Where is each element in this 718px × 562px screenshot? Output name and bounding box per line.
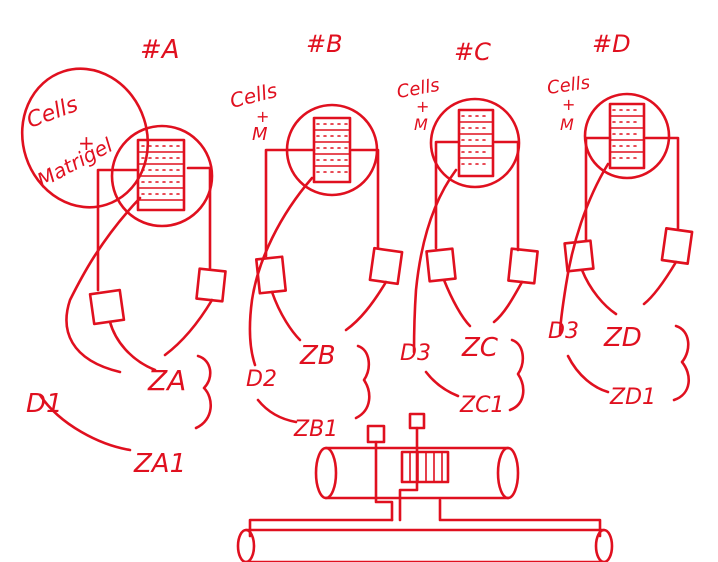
column-c-subzone-label: ZC1 [459,393,504,418]
column-c-lower-wire [426,372,458,396]
column-a-brace [196,356,211,428]
column-a-electrode-wire-2 [165,300,212,355]
column-b-long-wire [250,178,312,365]
lower-cylinder-right-end [596,530,612,562]
column-b-matrix-dots [317,124,347,172]
column-c-brace [510,340,523,410]
column-b-connector-label: D2 [246,367,277,392]
column-d-right-electrode [662,228,692,263]
column-a-subzone-label: ZA1 [133,449,186,479]
column-c-matrix-dots [462,116,490,164]
column-d-note-line2: + [562,95,575,114]
column-b-subzone-label: ZB1 [293,417,338,442]
column-d-lower-wire [568,356,608,392]
column-a-zone-label: ZA [147,364,186,397]
column-d-well-circle [585,94,669,178]
column-d-electrode-wire-2 [644,262,676,304]
column-d-connector-label: D3 [548,319,579,344]
column-a: #A Cells + Matrigel D1 ZA ZA1 [4,35,225,479]
column-c-heading: #C [454,38,491,66]
column-b-right-electrode [370,248,402,284]
column-b-electrode-wire-1 [272,292,300,340]
column-c-right-electrode [508,249,537,284]
column-d-note-line3: M [560,115,574,134]
lower-cylinder [246,530,604,562]
column-b-lower-wire [258,400,296,422]
lower-cylinder-left-end [238,530,254,562]
column-b: #B Cells + M D2 ZB ZB1 [227,30,402,442]
column-b-note-line1: Cells [227,78,279,113]
column-d-long-wire [560,164,608,335]
column-c-zone-label: ZC [461,333,499,363]
column-d-zone-label: ZD [603,323,642,353]
column-d-matrix-dots [613,110,641,158]
column-c-left-electrode [427,249,456,282]
column-b-zone-label: ZB [299,341,336,371]
column-a-heading: #A [140,35,180,65]
column-b-note-line3: M [252,124,268,145]
column-c-electrode-wire-1 [444,280,470,326]
column-c-electrode-wire-2 [494,282,522,322]
column-c-right-wire [495,142,518,250]
comb-electrode-teeth [410,452,442,482]
upper-cylinder-left-end [316,448,336,498]
column-c-cell-matrix [459,110,493,176]
column-d-heading: #D [592,30,631,58]
column-a-electrode-wire-1 [110,322,155,370]
column-a-long-wire [67,198,140,372]
comb-electrode [402,452,448,482]
column-d-brace [674,326,689,400]
column-b-electrode-wire-2 [346,282,386,330]
column-d-electrode-wire-1 [582,270,616,314]
small-connector-right [410,414,424,428]
upper-cylinder-right-end [498,448,518,498]
column-a-right-electrode [197,269,226,302]
column-d: #D Cells + M D3 ZD ZD1 [546,30,692,410]
column-b-heading: #B [306,30,343,58]
column-a-left-electrode [90,290,124,324]
column-d-subzone-label: ZD1 [609,385,656,410]
column-c-connector-label: D3 [400,341,431,366]
column-a-connector-label: D1 [26,389,63,419]
column-c-note-line3: M [414,115,428,134]
column-b-brace [356,346,369,418]
column-a-note-line3: Matrigel [33,133,117,193]
column-c-note-line2: + [416,97,429,116]
column-c: #C Cells + M D3 ZC ZC1 [395,38,537,418]
small-connector-left [368,426,384,442]
column-d-right-wire [646,138,678,228]
